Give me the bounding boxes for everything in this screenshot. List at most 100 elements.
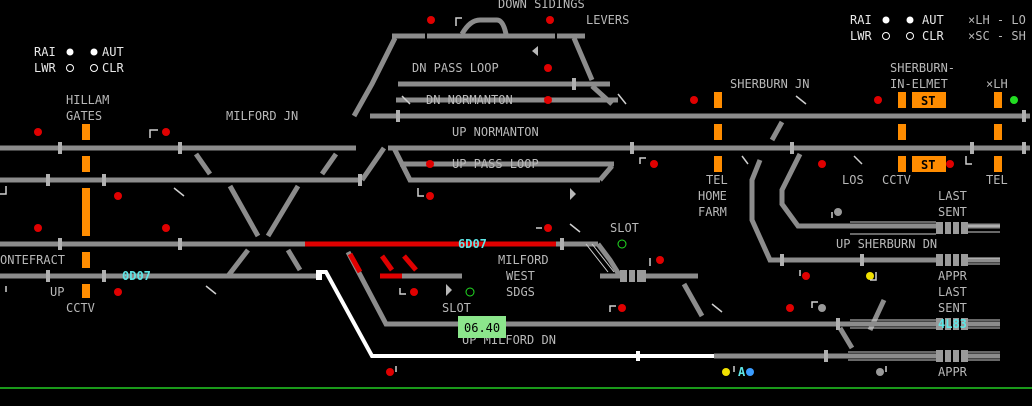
- track-joints: [46, 78, 1026, 362]
- time-box-text: 06.40: [464, 321, 500, 335]
- crossing-elmet-2: [898, 124, 906, 140]
- route-set-red-diag: [347, 252, 418, 274]
- legend-rai: RAI: [34, 45, 56, 59]
- signal[interactable]: [426, 192, 434, 200]
- signal[interactable]: [834, 208, 842, 216]
- signal[interactable]: [465, 287, 475, 297]
- label-up-sherburn-dn: UP SHERBURN DN: [836, 237, 937, 251]
- signal[interactable]: [874, 96, 882, 104]
- signal[interactable]: [114, 192, 122, 200]
- crossing-hillam-4: [82, 252, 90, 268]
- signal[interactable]: [162, 224, 170, 232]
- label-tel-2: TEL: [986, 173, 1008, 187]
- time-box[interactable]: [458, 316, 506, 338]
- signal[interactable]: [690, 96, 698, 104]
- label-sent-1: SENT: [938, 205, 967, 219]
- signal[interactable]: [866, 272, 874, 280]
- label-up-normanton: UP NORMANTON: [452, 125, 539, 139]
- st-box-2[interactable]: [912, 156, 946, 172]
- st-label-1: ST: [921, 94, 935, 108]
- label-slot-1: SLOT: [610, 221, 639, 235]
- label-sherburn-jn: SHERBURN JN: [730, 77, 809, 91]
- label-last-2: LAST: [938, 285, 967, 299]
- signal[interactable]: [802, 272, 810, 280]
- signal-posts: [0, 17, 972, 372]
- legend-sc: ×SC - SH: [968, 29, 1026, 43]
- signal[interactable]: [114, 288, 122, 296]
- track-up-loop-diag-2: [391, 146, 600, 183]
- signal[interactable]: [162, 128, 170, 136]
- crossing-lh-2: [994, 124, 1002, 140]
- signal[interactable]: [1010, 96, 1018, 104]
- label-cctv-1: CCTV: [882, 173, 911, 187]
- legend-lh: ×LH - LO: [968, 13, 1026, 27]
- direction-arrows: [446, 46, 576, 296]
- label-cctv-2: CCTV: [66, 301, 95, 315]
- label-last-1: LAST: [938, 189, 967, 203]
- label-sdgs: SDGS: [506, 285, 535, 299]
- block-thin-lines: [585, 221, 1000, 361]
- crossing-sherburn-3: [714, 156, 722, 172]
- route-white-marker-2: [636, 351, 640, 361]
- track-milford-west-curve: [596, 242, 623, 278]
- signal[interactable]: [618, 304, 626, 312]
- track-layer: [0, 17, 1030, 359]
- crossing-elmet-3: [898, 156, 906, 172]
- crossing-hillam-3: [82, 188, 90, 236]
- signal[interactable]: [876, 368, 884, 376]
- legend-left: RAI AUT LWR CLR: [34, 45, 124, 75]
- route-white-marker-1: [316, 270, 322, 280]
- signal-a-label: A: [738, 365, 746, 379]
- signal[interactable]: [617, 239, 627, 249]
- st-box-1[interactable]: [912, 92, 946, 108]
- legend-aut: AUT: [922, 13, 944, 27]
- berth-6d07[interactable]: 6D07: [458, 237, 487, 251]
- label-up: UP: [50, 285, 64, 299]
- signal[interactable]: [427, 16, 435, 24]
- label-up-pass-loop: UP PASS LOOP: [452, 157, 539, 171]
- signal[interactable]: [34, 128, 42, 136]
- legend-rai: RAI: [850, 13, 872, 27]
- st-label-2: ST: [921, 158, 935, 172]
- track-xover-2: [226, 248, 303, 278]
- signal[interactable]: [746, 368, 754, 376]
- label-hillam: HILLAM: [66, 93, 109, 107]
- track-sherburn-branch-2: [779, 152, 1000, 229]
- track-west-diag: [681, 282, 705, 318]
- legend-clr: CLR: [922, 29, 944, 43]
- signal[interactable]: [818, 160, 826, 168]
- signal[interactable]: [544, 96, 552, 104]
- crossing-hillam-1: [82, 124, 90, 140]
- label-sent-2: SENT: [938, 301, 967, 315]
- crossing-sherburn-1: [714, 92, 722, 108]
- label-home: HOME: [698, 189, 727, 203]
- signal[interactable]: [650, 160, 658, 168]
- signal[interactable]: [426, 160, 434, 168]
- signal[interactable]: [544, 64, 552, 72]
- block-dividers: [627, 222, 961, 362]
- label-pontefract: ONTEFRACT: [0, 253, 65, 267]
- label-dn-pass-loop: DN PASS LOOP: [412, 61, 499, 75]
- signal[interactable]: [34, 224, 42, 232]
- signal[interactable]: [410, 288, 418, 296]
- signal[interactable]: [544, 224, 552, 232]
- signal[interactable]: [656, 256, 664, 264]
- berth-0d07[interactable]: 0D07: [122, 269, 151, 283]
- signal[interactable]: [946, 160, 954, 168]
- signal[interactable]: [546, 16, 554, 24]
- label-appr-1: APPR: [938, 269, 968, 283]
- berth-4l83[interactable]: 4L83: [938, 317, 967, 331]
- legend-right: RAI AUT LWR CLR ×LH - LO ×SC - SH: [850, 13, 1026, 43]
- label-sherburn: SHERBURN-: [890, 61, 955, 75]
- signal[interactable]: [786, 304, 794, 312]
- track-sherburn-branch: [749, 159, 1000, 263]
- crossing-lh-3: [994, 156, 1002, 172]
- legend-aut: AUT: [102, 45, 124, 59]
- location-labels: DOWN SIDINGS LEVERS DN PASS LOOP DN NORM…: [0, 0, 1008, 379]
- signal[interactable]: [386, 368, 394, 376]
- signal[interactable]: [818, 304, 826, 312]
- signal[interactable]: [722, 368, 730, 376]
- legend-lwr: LWR: [850, 29, 872, 43]
- label-down-sidings: DOWN SIDINGS: [498, 0, 585, 11]
